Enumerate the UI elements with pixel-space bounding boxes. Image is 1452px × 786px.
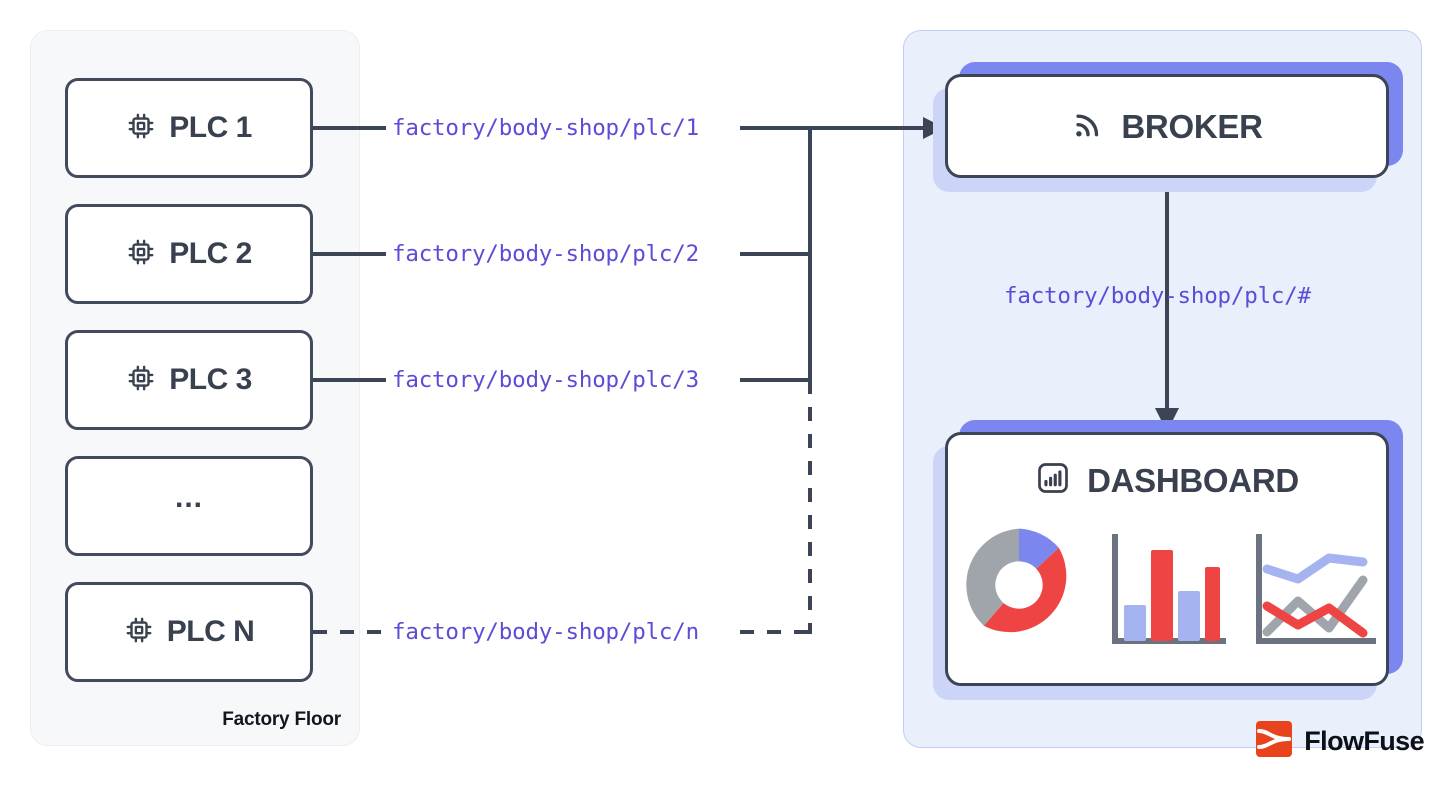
broker-label: BROKER [1121,107,1263,145]
topic-label-plc-3: factory/body-shop/plc/3 [392,367,699,393]
cpu-chip-icon [126,363,156,398]
flowfuse-wordmark: FlowFuse [1304,726,1424,756]
dashboard-label: DASHBOARD [1087,462,1299,499]
topic-label-plc-n: factory/body-shop/plc/n [392,619,699,645]
mini-donut-chart [966,528,1067,633]
factory-floor-caption: Factory Floor [222,709,341,730]
flowfuse-brand: FlowFuse [1256,721,1425,762]
plc-card-2[interactable]: PLC 2 [65,204,313,304]
plc-card-label: PLC 2 [169,237,252,270]
plc-card-3[interactable]: PLC 3 [65,330,313,430]
flowfuse-logo-icon [1256,721,1293,762]
dashboard-card-face: DASHBOARD [945,432,1389,686]
plc-card-label: PLC N [166,615,255,648]
cpu-chip-icon [126,237,156,272]
cpu-chip-icon [126,111,156,146]
signal-broadcast-icon [1071,107,1105,146]
plc-card-label: PLC 1 [169,111,252,144]
plc-card-1[interactable]: PLC 1 [65,78,313,178]
mini-bar-chart [1112,534,1226,644]
broker-card[interactable]: BROKER [933,62,1403,192]
cpu-chip-icon [124,615,154,650]
broker-title: BROKER [948,77,1386,175]
dashboard-mini-charts [948,521,1386,649]
plc-card-ellipsis: ... [65,456,313,556]
broker-card-face: BROKER [945,74,1389,178]
chart-bars-box-icon [1035,460,1071,501]
plc-card-label: PLC 3 [169,363,252,396]
mini-line-chart [1256,534,1376,644]
plc-card-label: ... [174,481,203,514]
plc-card-n[interactable]: PLC N [65,582,313,682]
dashboard-title: DASHBOARD [948,460,1386,501]
topic-label-plc-2: factory/body-shop/plc/2 [392,241,699,267]
topic-label-subscribe: factory/body-shop/plc/# [1004,283,1311,309]
topic-label-plc-1: factory/body-shop/plc/1 [392,115,699,141]
dashboard-card[interactable]: DASHBOARD [933,420,1403,700]
